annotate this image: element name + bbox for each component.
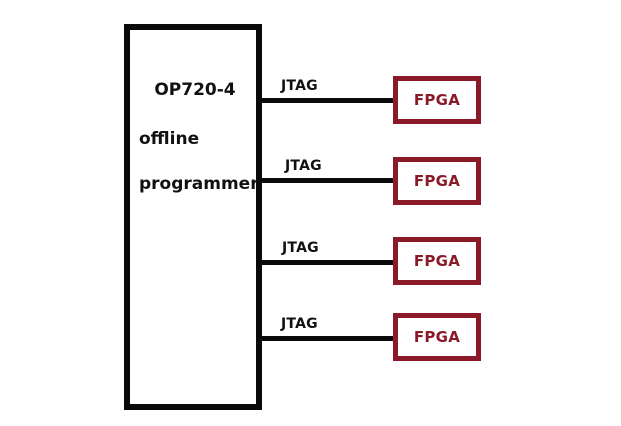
main-programmer-block: OP720-4 offline programmer <box>124 24 262 410</box>
fpga-block-4: FPGA <box>393 313 481 361</box>
jtag-connection-line-2 <box>260 178 395 183</box>
fpga-label-3: FPGA <box>413 252 461 270</box>
fpga-label-2: FPGA <box>413 172 461 190</box>
fpga-label-1: FPGA <box>413 91 461 109</box>
fpga-label-4: FPGA <box>413 328 461 346</box>
main-programmer-label: OP720-4 offline programmer <box>130 80 259 194</box>
fpga-block-3: FPGA <box>393 237 481 285</box>
jtag-connection-line-4 <box>260 336 395 341</box>
jtag-connection-line-1 <box>260 98 395 103</box>
jtag-label-3: JTAG <box>282 240 319 256</box>
jtag-label-4: JTAG <box>281 316 318 332</box>
fpga-block-2: FPGA <box>393 157 481 205</box>
fpga-block-1: FPGA <box>393 76 481 124</box>
main-block-line-3: programmer <box>139 174 259 194</box>
jtag-label-2: JTAG <box>285 158 322 174</box>
jtag-label-1: JTAG <box>281 78 318 94</box>
main-block-line-2: offline <box>139 129 200 149</box>
main-block-line-1: OP720-4 <box>154 80 236 100</box>
jtag-connection-line-3 <box>260 260 395 265</box>
